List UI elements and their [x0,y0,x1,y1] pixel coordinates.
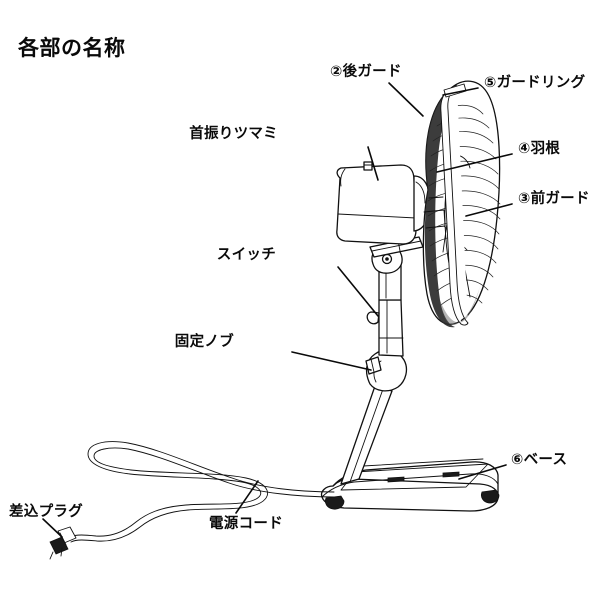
boss-line [415,181,426,204]
base-foot-right [481,489,500,504]
leader-oscillation-knob [367,146,379,181]
leader-blade [436,153,513,173]
pivot-screw-center [385,257,389,261]
guard-center-nut [423,209,446,229]
label-power-plug: 差込プラグ [9,504,83,520]
switch-button[interactable] [366,311,380,325]
power-plug [49,526,77,560]
label-oscillation-knob: 首振りツマミ [189,126,278,142]
lower-pole-highlight [349,388,384,483]
leader-power-cord [235,480,259,514]
leader-front-guard [465,203,513,217]
plug-head [49,536,69,555]
guard-rib-group [427,105,501,306]
upper-pole [378,299,404,357]
leader-base [458,464,507,480]
guard-rear-shade [424,85,463,328]
base-top-inner [321,473,499,498]
fan-column [340,236,424,485]
cord-path-outer [69,441,335,538]
base-side [320,478,499,512]
base-pad-right [442,471,460,478]
guard-center-line [428,196,444,199]
label-base: ⑥ベース [511,452,568,468]
tilt-bracket-line [371,240,422,252]
power-cord [49,441,335,560]
label-blade: ④羽根 [518,141,561,157]
base-top-edge [332,461,499,499]
motor-corner-line [340,168,346,187]
leader-switch [337,266,379,317]
label-rear-guard: ②後ガード [330,64,402,80]
fan-guard-assembly [422,80,501,328]
leader-rear-guard [388,82,424,117]
plug-prong-left [49,551,54,560]
leader-lines [42,82,513,538]
motor-seam [337,213,417,219]
base-inner-line [362,458,484,467]
lock-knob-line [370,358,375,373]
base-pad-left [387,476,405,483]
label-front-guard: ③前ガード [518,191,590,207]
guard-ring-bottom-cap [460,322,469,326]
motor-housing [336,161,431,245]
plug-prong-right [60,547,63,557]
label-guard-ring: ⑤ガードリング [484,75,586,91]
label-switch: スイッチ [216,247,276,263]
page-title: 各部の名称 [18,36,126,60]
cord-path-inner [70,447,335,543]
base-foot-left [325,495,345,510]
fan-base [320,458,500,512]
oscillation-knob[interactable] [363,161,373,171]
leader-lock-knob [291,351,372,371]
base-inner-panel [340,463,489,491]
guard-ring-inner [447,85,469,324]
leader-power-plug [42,518,63,538]
leader-guard-ring [442,87,479,96]
label-lock-knob: 固定ノブ [174,334,234,350]
label-power-cord: 電源コード [209,516,283,532]
